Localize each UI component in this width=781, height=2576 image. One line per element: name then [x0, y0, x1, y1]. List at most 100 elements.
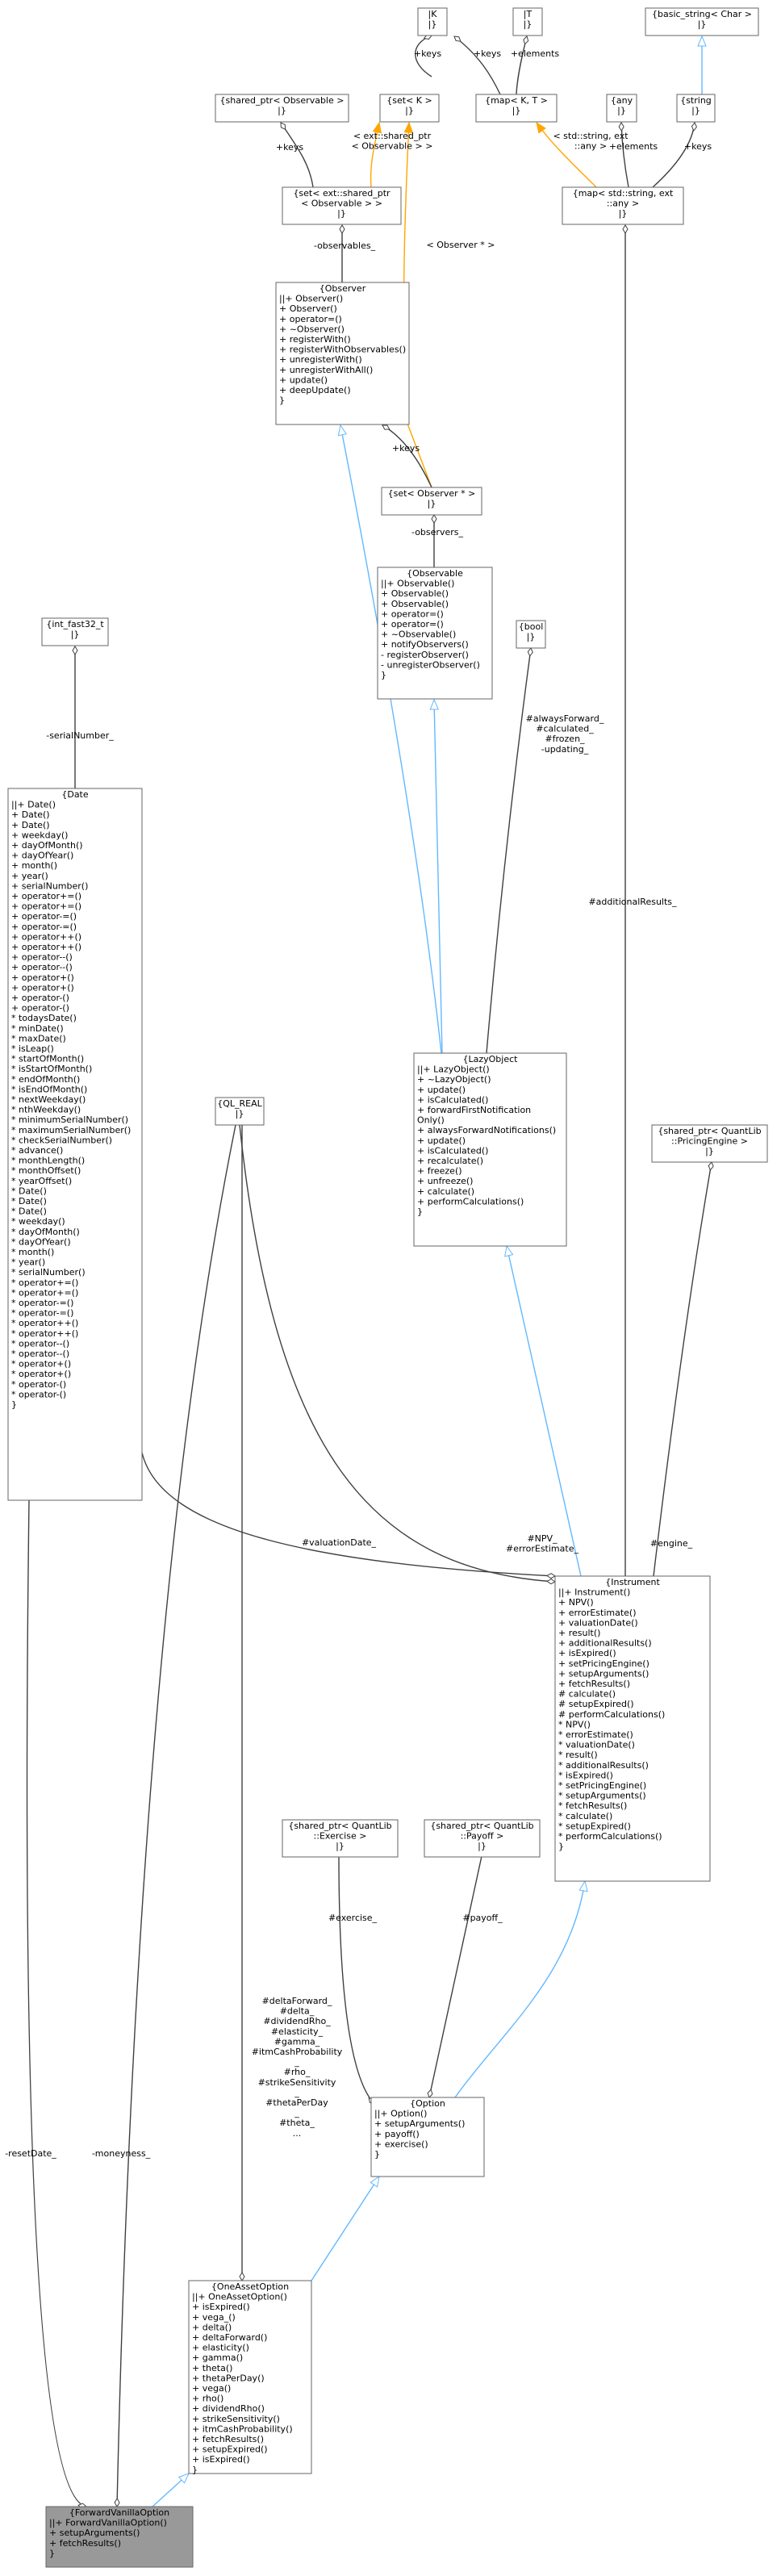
class-line: {OneAssetOption — [211, 2281, 289, 2292]
class-text: {Observer||+ Observer()+ Observer()+ ope… — [279, 283, 406, 406]
class-line: |} — [512, 106, 521, 116]
edge-label-line: #frozen_ — [545, 734, 585, 744]
edge-label-observables: -observables_ — [314, 240, 376, 251]
edge-label-line: +elements — [609, 141, 658, 152]
class-line: # setupExpired() — [558, 1699, 634, 1709]
class-line: } — [374, 2149, 380, 2160]
class-line: ||+ Observer() — [279, 294, 343, 304]
class-text: {ForwardVanillaOption||+ ForwardVanillaO… — [49, 2507, 169, 2558]
class-line: * errorEstimate() — [558, 1729, 633, 1740]
class-line: * operator+() — [11, 1369, 71, 1379]
class-line: * operator-() — [11, 1389, 66, 1399]
edge-label-line: +keys — [414, 48, 441, 59]
class-node-shared-ptr-obs[interactable]: {shared_ptr< Observable >|} — [215, 94, 349, 123]
class-line: * operator++() — [11, 1318, 78, 1328]
class-line: } — [381, 670, 386, 680]
class-node-payoff[interactable]: {shared_ptr< QuantLib::Payoff >|} — [424, 1819, 541, 1858]
composition-edge-11 — [382, 424, 432, 488]
class-node-date[interactable]: {Date||+ Date()+ Date()+ Date()+ weekday… — [7, 788, 143, 1501]
class-node-bool[interactable]: {bool|} — [516, 620, 546, 649]
class-node-set-k[interactable]: {set< K >|} — [379, 94, 440, 123]
class-node-forward-vanilla[interactable]: {ForwardVanillaOption||+ ForwardVanillaO… — [45, 2506, 194, 2568]
class-node-any[interactable]: {any|} — [606, 94, 637, 123]
class-line: |} — [428, 19, 437, 30]
template-edge-6 — [537, 123, 597, 188]
class-text: {any|} — [611, 95, 633, 116]
edge-label-line: #payoff_ — [462, 1913, 503, 1923]
class-line: + setupArguments() — [558, 1668, 649, 1679]
composition-edge-7 — [618, 122, 629, 188]
class-box — [41, 617, 109, 646]
edge-label-ext-label: < ext::shared_ptr< Observable > > — [352, 131, 433, 152]
composition-edge-16 — [486, 647, 533, 1054]
class-line: * checkSerialNumber() — [11, 1135, 112, 1145]
class-line: * isStartOfMonth() — [11, 1064, 92, 1074]
class-line: + serialNumber() — [11, 880, 88, 891]
inheritance-edge-26 — [311, 2177, 379, 2281]
class-line: + dayOfYear() — [11, 851, 73, 861]
class-line: ::PricingEngine > — [671, 1136, 748, 1147]
class-text: {shared_ptr< Observable >|} — [220, 95, 345, 116]
class-line: # performCalculations() — [558, 1709, 665, 1720]
class-box — [516, 620, 546, 649]
class-node-set-ext[interactable]: {set< ext::shared_ptr< Observable > >|} — [282, 186, 402, 225]
composition-edge-2 — [516, 36, 529, 95]
class-text: {Date||+ Date()+ Date()+ Date()+ weekday… — [11, 789, 131, 1410]
class-line: # calculate() — [558, 1689, 616, 1700]
class-node-map-str[interactable]: {map< std::string, ext::any >|} — [562, 186, 684, 225]
class-line: } — [49, 2548, 55, 2558]
class-node-int-fast[interactable]: {int_fast32_t|} — [41, 617, 109, 646]
class-text: {basic_string< Char >|} — [652, 9, 752, 30]
class-line: + unfreeze() — [417, 1176, 473, 1186]
class-box — [606, 94, 637, 123]
class-node-pricing-engine[interactable]: {shared_ptr< QuantLib::PricingEngine >|} — [651, 1124, 768, 1163]
class-text: {bool|} — [519, 621, 544, 642]
class-node-option[interactable]: {Option||+ Option()+ setupArguments()+ p… — [370, 2097, 485, 2177]
class-line: + operator+() — [11, 972, 74, 983]
class-line: * year() — [11, 1257, 45, 1268]
class-node-set-obs[interactable]: {set< Observer * >|} — [381, 487, 482, 516]
class-node-exercise[interactable]: {shared_ptr< QuantLib::Exercise >|} — [282, 1819, 399, 1858]
class-line: ||+ Option() — [374, 2109, 427, 2119]
class-line: - registerObserver() — [381, 650, 469, 660]
class-line: + month() — [11, 860, 57, 871]
class-line: + elasticity() — [192, 2343, 249, 2353]
class-node-map-kt[interactable]: {map< K, T >|} — [475, 94, 558, 123]
edge-label-line: -updating_ — [541, 744, 589, 755]
edge-label-reset: -resetDate_ — [5, 2148, 56, 2159]
class-text: {LazyObject||+ LazyObject()+ ~LazyObject… — [417, 1054, 556, 1217]
class-node-instrument[interactable]: {Instrument||+ Instrument()+ NPV()+ erro… — [554, 1575, 711, 1882]
class-node-lazy[interactable]: {LazyObject||+ LazyObject()+ ~LazyObject… — [413, 1052, 567, 1247]
class-line: + update() — [279, 374, 328, 385]
edge-label-valuation: #valuationDate_ — [302, 1537, 377, 1548]
class-node-one-asset[interactable]: {OneAssetOption||+ OneAssetOption()+ isE… — [188, 2280, 312, 2475]
class-line: + operator+=() — [11, 891, 81, 901]
edge-label-keys-k: +keys — [414, 48, 441, 59]
class-node-observer[interactable]: {Observer||+ Observer()+ Observer()+ ope… — [275, 282, 410, 425]
class-line: + dividendRho() — [192, 2403, 265, 2414]
class-line: + isExpired() — [558, 1648, 616, 1658]
class-line: |} — [428, 499, 436, 509]
class-text: {shared_ptr< QuantLib::PricingEngine >|} — [658, 1126, 761, 1156]
class-text: {OneAssetOption||+ OneAssetOption()+ isE… — [192, 2281, 293, 2475]
edge-label-line: #rho_ — [284, 2067, 311, 2077]
class-line: + calculate() — [417, 1186, 474, 1197]
class-node-basic-string[interactable]: {basic_string< Char >|} — [645, 7, 759, 36]
edge-label-line: _ — [294, 2087, 299, 2097]
class-line: * minDate() — [11, 1023, 64, 1034]
edge-label-moneyness: -moneyness_ — [92, 2148, 151, 2159]
class-node-string[interactable]: {string|} — [676, 94, 716, 123]
class-node-observable[interactable]: {Observable||+ Observable()+ Observable(… — [377, 567, 493, 700]
class-line: + setupArguments() — [374, 2118, 465, 2129]
class-node-ql-real[interactable]: {QL_REAL|} — [215, 1097, 265, 1126]
class-line: + operator++() — [11, 931, 81, 942]
template-edge-5 — [370, 123, 379, 188]
edge-label-keys-string: +keys — [684, 141, 712, 152]
class-node-k[interactable]: |K|} — [417, 7, 448, 36]
class-line: * dayOfMonth() — [11, 1227, 80, 1237]
class-node-t[interactable]: |T|} — [512, 7, 543, 36]
class-line: + Observable() — [381, 588, 449, 599]
composition-edge-29 — [114, 1124, 236, 2507]
class-text: {int_fast32_t|} — [46, 619, 104, 640]
class-line: + update() — [417, 1135, 466, 1146]
